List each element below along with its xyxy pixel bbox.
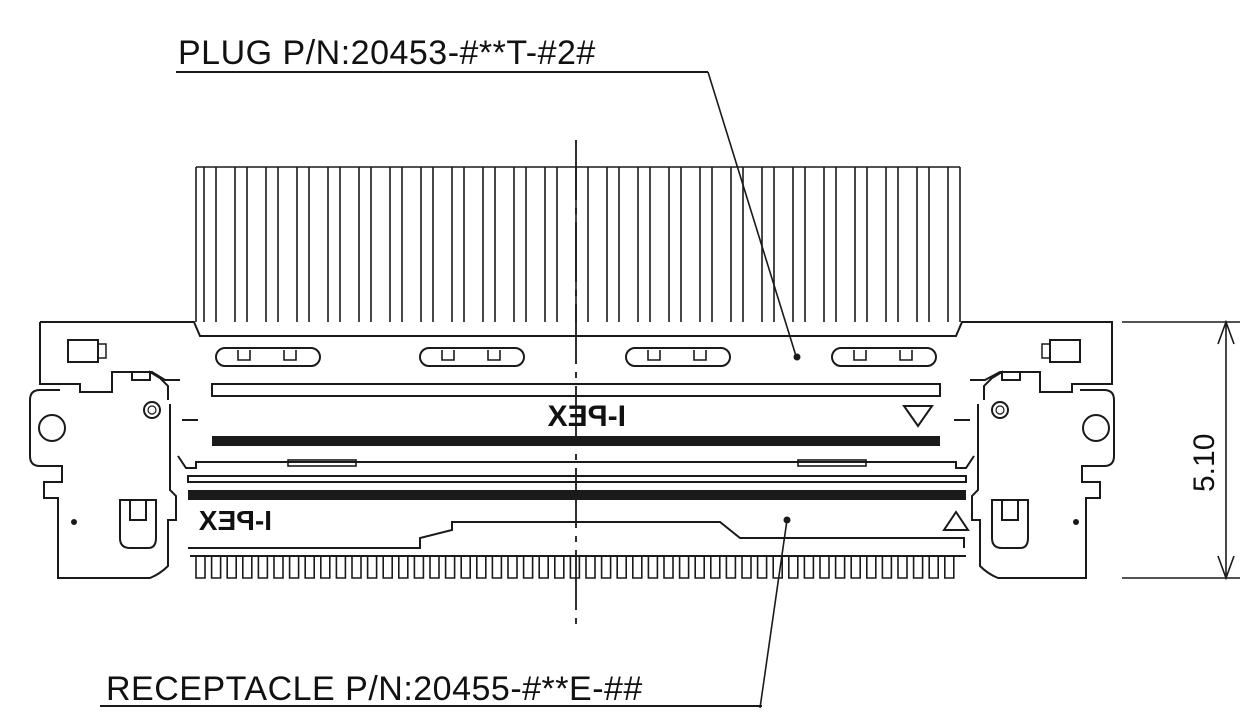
plug-screw-left <box>143 401 161 419</box>
receptacle-triangle-marker <box>942 510 970 531</box>
dimension-arrow-bottom <box>1217 555 1235 581</box>
terminal-pin <box>554 556 565 579</box>
terminal-pin <box>866 556 877 579</box>
terminal-pin <box>195 556 206 579</box>
terminal-pin <box>772 556 783 579</box>
right-mounting-ear <box>971 389 1115 579</box>
right-small-dot <box>1073 519 1079 525</box>
height-dimension-value: 5.10 <box>1188 434 1221 492</box>
terminal-pin <box>616 556 627 579</box>
terminal-pin <box>663 556 674 579</box>
receptacle-terminal-row <box>195 556 955 579</box>
terminal-pin <box>647 556 659 579</box>
terminal-pin <box>881 556 893 579</box>
plug-screw-right-inner <box>995 405 1005 415</box>
terminal-pin <box>600 556 612 579</box>
plug-screw-left-inner <box>147 405 157 415</box>
terminal-pin <box>725 556 737 579</box>
terminal-pin <box>444 556 456 579</box>
left-hook <box>122 370 169 400</box>
receptacle-top-edge <box>177 455 975 469</box>
terminal-pin <box>850 556 861 579</box>
plug-latch-square-right-inner <box>1041 343 1051 359</box>
plug-fin-array <box>196 166 961 322</box>
receptacle-upper-rail <box>187 475 967 483</box>
plug-brand-mark: I-PEX <box>548 400 626 433</box>
plug-triangle-marker <box>902 405 934 428</box>
receptacle-brand-mark: I-PEX <box>199 505 272 536</box>
left-small-dot <box>71 519 77 525</box>
terminal-pin <box>522 556 534 579</box>
terminal-pin <box>366 556 378 579</box>
terminal-pin <box>335 556 347 579</box>
receptacle-slot-right <box>797 459 867 467</box>
plug-latch-square-right <box>1049 339 1081 363</box>
plug-window <box>419 347 525 367</box>
terminal-pin <box>429 556 440 579</box>
left-mounting-ear <box>29 389 177 579</box>
plug-brand-text: I-PEX <box>548 400 626 433</box>
plug-window <box>215 347 321 367</box>
plug-leader-line <box>707 71 797 357</box>
terminal-pin <box>788 556 799 579</box>
plug-screw-right <box>991 401 1009 419</box>
receptacle-center-housing <box>188 521 965 549</box>
terminal-pin <box>257 556 269 579</box>
terminal-pin <box>320 556 331 579</box>
terminal-pin <box>912 556 924 579</box>
left-receptacle-latch <box>119 499 157 549</box>
terminal-pin <box>226 556 237 579</box>
receptacle-part-number-label: RECEPTACLE P/N:20455-#**E-## <box>106 670 643 708</box>
terminal-pin <box>819 556 830 579</box>
terminal-pin <box>242 556 253 579</box>
plug-window-row <box>215 347 937 367</box>
terminal-pin <box>710 556 721 579</box>
terminal-pin <box>460 556 471 579</box>
terminal-pin <box>632 556 643 579</box>
terminal-pin <box>569 556 581 579</box>
terminal-pin <box>351 556 362 579</box>
left-ear-hole <box>38 414 66 442</box>
terminal-pin <box>928 556 939 579</box>
terminal-pin <box>585 556 596 579</box>
terminal-pin <box>304 556 315 579</box>
plug-latch-square-left <box>67 339 99 363</box>
right-receptacle-latch <box>991 499 1029 549</box>
plug-latch-square-left-inner <box>97 343 107 359</box>
terminal-pin <box>491 556 503 579</box>
terminal-pin <box>382 556 393 579</box>
terminal-pin <box>476 556 487 579</box>
terminal-pin <box>803 556 815 579</box>
receptacle-leader-line <box>759 519 788 709</box>
terminal-pin <box>756 556 768 579</box>
terminal-pin <box>210 556 222 579</box>
terminal-pin <box>678 556 690 579</box>
dimension-arrow-top <box>1217 319 1235 345</box>
terminal-pin <box>413 556 425 579</box>
receptacle-brand-text: I-PEX <box>199 505 272 536</box>
terminal-pin <box>834 556 846 579</box>
terminal-pin <box>694 556 705 579</box>
terminal-pin <box>288 556 300 579</box>
receptacle-slot-left <box>287 459 357 467</box>
terminal-pin <box>398 556 409 579</box>
plug-window <box>625 347 731 367</box>
plug-part-number-label: PLUG P/N:20453-#**T-#2# <box>178 34 596 72</box>
plug-window <box>831 347 937 367</box>
terminal-pin <box>507 556 518 579</box>
right-ear-hole <box>1082 414 1110 442</box>
terminal-pin <box>944 556 955 579</box>
terminal-pin <box>897 556 908 579</box>
receptacle-lower-rail <box>188 490 966 500</box>
terminal-pin <box>273 556 284 579</box>
right-hook <box>983 370 1030 400</box>
terminal-pin <box>538 556 549 579</box>
plug-leader-dot <box>793 353 801 361</box>
terminal-pin <box>741 556 752 579</box>
